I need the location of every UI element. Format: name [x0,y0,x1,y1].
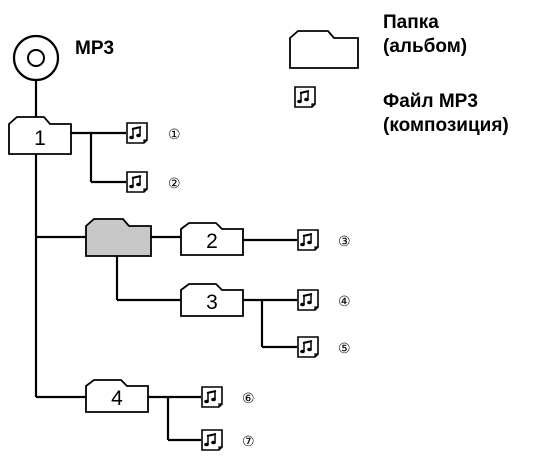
music-file-2 [126,171,148,193]
folder-1: 1 [8,116,72,155]
folder-3-label: 3 [206,291,218,314]
legend-folder-icon [289,30,359,69]
file-number-7: ⑦ [242,433,255,449]
music-file-4 [297,289,319,311]
file-number-3: ③ [338,233,351,249]
disc-label: MP3 [75,38,114,59]
folder-2: 2 [180,222,244,256]
music-file-1 [126,122,148,144]
folder-4-label: 4 [111,387,123,410]
music-file-5 [297,336,319,358]
legend-file-label-1: Файл MP3 [383,91,478,112]
file-number-2: ② [168,175,181,191]
legend-music-file-icon [294,86,316,108]
music-file-6 [201,386,223,408]
legend-folder-label-1: Папка [383,12,439,33]
tree-connectors [34,81,297,442]
folder-4: 4 [85,379,149,413]
folder-2-label: 2 [206,230,218,253]
legend-folder-label-2: (альбом) [383,36,467,57]
legend: Папка (альбом) Файл MP3 (композиция) [289,12,509,136]
file-number-5: ⑤ [338,340,351,356]
disc-icon [12,34,60,82]
music-file-3 [297,229,319,251]
legend-file-label-2: (композиция) [383,115,509,136]
folder-highlighted [85,218,152,257]
file-number-4: ④ [338,293,351,309]
file-number-1: ① [168,126,181,142]
file-number-6: ⑥ [242,390,255,406]
folder-3: 3 [180,283,244,317]
folder-1-label: 1 [34,127,46,150]
music-file-7 [201,429,223,451]
